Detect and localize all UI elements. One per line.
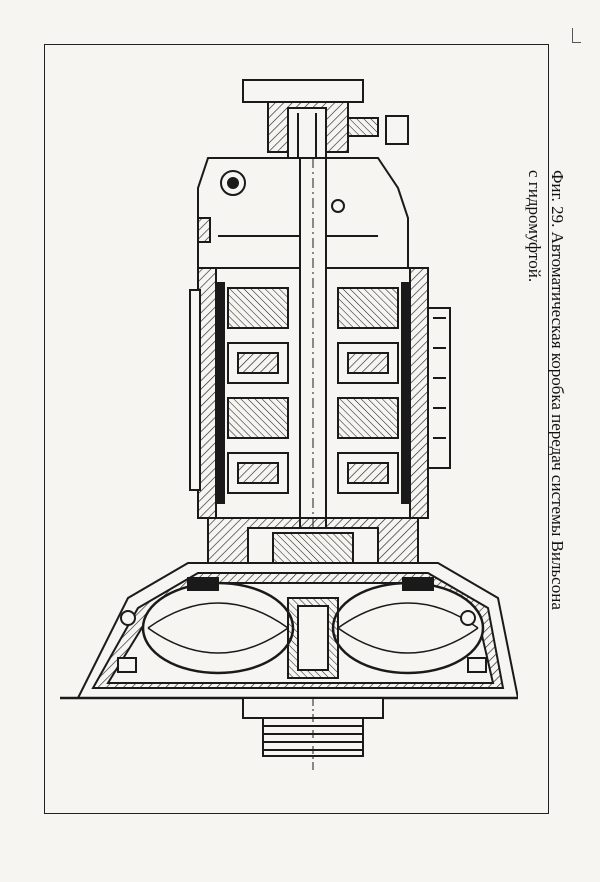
planetary-sets (215, 282, 411, 504)
figure-frame (44, 44, 549, 814)
transmission-housing (60, 79, 518, 773)
caption-line-1: Фиг. 29. Автоматическая коробка передач … (548, 170, 567, 610)
caption-line-2: с гидромуфтой. (525, 170, 544, 283)
gearbox-drawing (60, 79, 518, 773)
figure-caption: Фиг. 29. Автоматическая коробка передач … (523, 170, 569, 690)
corner-mark (572, 28, 581, 43)
